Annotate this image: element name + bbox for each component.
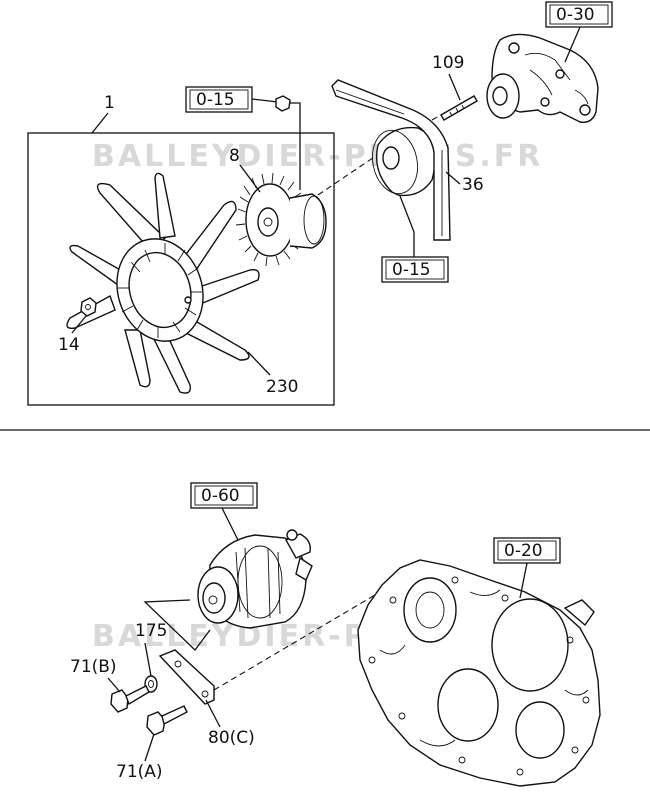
label-belt: 36 bbox=[462, 175, 484, 195]
leader-assembly bbox=[91, 112, 109, 134]
label-fan: 230 bbox=[266, 377, 298, 397]
svg-text:0-60: 0-60 bbox=[201, 486, 240, 506]
leader-ref-pulley bbox=[399, 195, 415, 257]
centerline-bracket bbox=[213, 591, 381, 691]
pin-part bbox=[440, 95, 478, 121]
fan-blades bbox=[66, 172, 260, 394]
alternator-link-lines bbox=[143, 599, 211, 651]
leader-nut-small bbox=[290, 102, 301, 190]
label-bolt-b: 71(B) bbox=[70, 657, 117, 677]
water-pump-part bbox=[486, 33, 599, 123]
leader-nut bbox=[71, 315, 87, 334]
label-assembly: 1 bbox=[104, 93, 115, 113]
bolt-a-part bbox=[146, 705, 188, 736]
nut-part bbox=[80, 297, 97, 317]
leader-washer bbox=[144, 642, 152, 677]
ref-box-0-60: 0-60 bbox=[190, 482, 258, 509]
leader-fan bbox=[247, 351, 271, 376]
alternator-part bbox=[197, 529, 313, 629]
ref-box-0-15-top: 0-15 bbox=[185, 86, 253, 113]
leader-bolt-a bbox=[144, 733, 155, 762]
bracket-part bbox=[158, 649, 215, 705]
leader-ref-alternator bbox=[221, 507, 239, 541]
pulley-part bbox=[372, 126, 436, 197]
watermark-top: BALLEYDIER-PIECES.FR bbox=[92, 139, 543, 174]
leader-ref-pump bbox=[564, 26, 581, 63]
leader-pin bbox=[448, 73, 461, 101]
ref-box-0-30: 0-30 bbox=[545, 1, 613, 28]
svg-text:0-15: 0-15 bbox=[392, 260, 431, 280]
svg-text:0-20: 0-20 bbox=[504, 541, 543, 561]
leader-bracket bbox=[205, 699, 221, 728]
label-bracket: 80(C) bbox=[208, 728, 255, 748]
label-nut: 14 bbox=[58, 335, 80, 355]
label-pin: 109 bbox=[432, 53, 464, 73]
svg-text:0-30: 0-30 bbox=[556, 5, 595, 25]
fan-clutch-part bbox=[235, 172, 327, 267]
leader-ref-top bbox=[251, 98, 279, 103]
svg-text:0-15: 0-15 bbox=[196, 90, 235, 110]
fan-assembly-frame bbox=[27, 132, 335, 406]
nut-small-part bbox=[275, 95, 291, 112]
label-clutch: 8 bbox=[229, 146, 240, 166]
fan-hub bbox=[116, 238, 204, 342]
centerline-pump bbox=[431, 102, 463, 121]
label-washer: 175 bbox=[135, 621, 167, 641]
leader-ref-case bbox=[519, 562, 528, 599]
ref-box-0-20: 0-20 bbox=[493, 537, 561, 564]
leader-bolt-b bbox=[107, 677, 121, 693]
ref-box-0-15-bottom: 0-15 bbox=[381, 256, 449, 283]
leader-clutch bbox=[239, 164, 261, 193]
label-bolt-a: 71(A) bbox=[116, 762, 163, 782]
belt-part bbox=[331, 79, 451, 241]
leader-belt bbox=[445, 171, 461, 185]
bolt-b-part bbox=[110, 685, 150, 713]
gear-case-part bbox=[357, 559, 601, 787]
